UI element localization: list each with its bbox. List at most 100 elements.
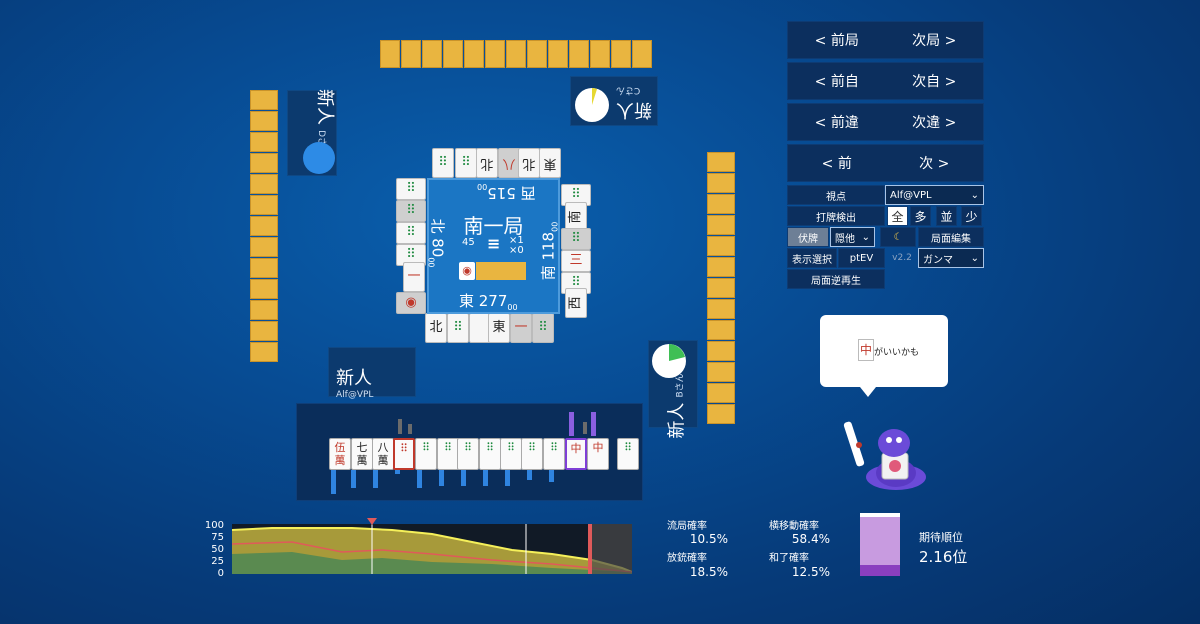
ev-bar [395, 470, 400, 474]
graph-canvas [232, 524, 632, 574]
discard-tile: ⠿ [396, 200, 426, 222]
hide-other-select[interactable]: 隠他 ⌄ [830, 227, 875, 247]
seg-few[interactable]: 少 [961, 206, 982, 226]
discard-tile: 西 [565, 288, 587, 318]
discard-tile: 東 [488, 313, 510, 343]
wall-tile [250, 132, 278, 152]
hand-tile[interactable]: 中 [587, 438, 609, 470]
hand-tile-top: ⠿ [463, 441, 473, 454]
seg-all[interactable]: 全 [887, 206, 908, 226]
honba-sticks: ×0 [509, 245, 524, 256]
viewpoint-select[interactable]: Alf@VPL ⌄ [885, 185, 984, 205]
next-round-button[interactable]: 次局 > [912, 33, 957, 49]
display-select-button[interactable]: 表示選択 [787, 248, 837, 268]
hand-tile[interactable]: 中 [565, 438, 587, 470]
wall-tile [485, 40, 505, 68]
hand-tile[interactable]: ⠿ [521, 438, 543, 470]
hand-tile[interactable]: 伍萬 [329, 438, 351, 470]
hand-tile[interactable]: ⠿ [415, 438, 437, 470]
rank-bar-segment [860, 565, 900, 576]
graph-y-axis: 100 75 50 25 0 [202, 520, 224, 580]
expected-rank-value: 2.16位 [919, 548, 968, 566]
fuse-toggle[interactable]: 伏牌 [787, 227, 829, 247]
seg-many[interactable]: 多 [910, 206, 931, 226]
ev-bar [505, 470, 510, 486]
reverse-replay-button[interactable]: 局面逆再生 [787, 269, 885, 289]
wall-tile [250, 279, 278, 299]
rank-bar-segment [860, 517, 900, 565]
nav-self-row: < 前自 次自 > [787, 62, 984, 100]
dead-wall [476, 262, 526, 280]
seg-normal[interactable]: 並 [936, 206, 957, 226]
wall-tile [707, 299, 735, 319]
ryukyoku-label: 流局確率 [667, 521, 707, 532]
hand-tile[interactable]: ⠿ [500, 438, 522, 470]
moon-icon[interactable]: ☾ [880, 227, 916, 247]
houju-label: 放銃確率 [667, 553, 707, 564]
hand-tile[interactable]: 八萬 [372, 438, 394, 470]
chevron-down-icon: ⌄ [970, 189, 979, 201]
ev-bar [439, 470, 444, 486]
prev-round-button[interactable]: < 前局 [814, 33, 859, 49]
kyotaku-count: ×1 [509, 235, 524, 246]
hand-tile-top: ⠿ [549, 441, 559, 454]
discard-tile: 北 [518, 148, 540, 178]
hand-tile-top: 伍 [334, 441, 346, 454]
y-tick: 100 [204, 520, 224, 531]
next-button[interactable]: 次 > [919, 156, 950, 172]
discard-tile: 八 [498, 148, 520, 178]
ryukyoku-value: 10.5% [689, 532, 728, 546]
wall-tile [506, 40, 526, 68]
next-diff-button[interactable]: 次違 > [912, 115, 957, 131]
wall-tile [464, 40, 484, 68]
y-tick: 25 [211, 556, 224, 567]
stick-icon: ≡ [487, 234, 501, 253]
score-bottom: 東 27700 [459, 292, 518, 312]
hand-tile[interactable]: ⠿ [543, 438, 565, 470]
rank-bar [860, 513, 900, 576]
wall-tile [632, 40, 652, 68]
ev-bar [583, 422, 587, 434]
ev-bar [527, 470, 532, 480]
ev-bar [398, 419, 402, 434]
honba-count: 45 [462, 237, 475, 248]
chevron-down-icon: ⌄ [970, 252, 979, 264]
wall-tile [250, 216, 278, 236]
hand-tile[interactable]: ⠿ [617, 438, 639, 470]
ev-bar [331, 470, 336, 494]
right-player-name: 新人 [666, 402, 688, 439]
suggestion-text: がいいかも [874, 348, 920, 358]
wall-tile [380, 40, 400, 68]
y-tick: 50 [211, 544, 224, 555]
ptev-button[interactable]: ptEV [838, 248, 885, 268]
discard-detect-button[interactable]: 打牌検出 [787, 206, 885, 226]
hora-label: 和了確率 [769, 553, 809, 564]
score-top: 西 51500 [477, 182, 536, 202]
discard-tile: 北 [476, 148, 498, 178]
prev-self-button[interactable]: < 前自 [814, 74, 859, 90]
next-self-button[interactable]: 次自 > [912, 74, 957, 90]
discard-tile: ⠿ [396, 222, 426, 244]
hand-tile[interactable]: 七萬 [351, 438, 373, 470]
prev-diff-button[interactable]: < 前違 [814, 115, 859, 131]
hand-tile-top: ⠿ [443, 441, 453, 454]
hand-tile[interactable]: ⠿ [393, 438, 415, 470]
hand-tile[interactable]: ⠿ [479, 438, 501, 470]
discard-tile: ⠿ [561, 184, 591, 206]
wall-tile [401, 40, 421, 68]
gamma-select[interactable]: ガンマ ⌄ [918, 248, 984, 268]
wall-tile [250, 258, 278, 278]
wall-tile [443, 40, 463, 68]
nav-diff-row: < 前違 次違 > [787, 103, 984, 141]
wall-tile [707, 257, 735, 277]
hand-tile-top: 中 [570, 442, 582, 455]
hora-value: 12.5% [791, 565, 830, 579]
edit-position-button[interactable]: 局面編集 [918, 227, 984, 247]
hand-tile[interactable]: ⠿ [457, 438, 479, 470]
wall-tile [250, 153, 278, 173]
prev-button[interactable]: < 前 [821, 156, 852, 172]
center-info: 西 51500 北 8000 南 11800 南一局 45 ≡ ×1 ×0 ◉ … [427, 178, 560, 314]
hand-tile[interactable]: ⠿ [437, 438, 459, 470]
hand-tile-top: 七 [356, 441, 368, 454]
snake-mascot-icon [843, 421, 926, 490]
